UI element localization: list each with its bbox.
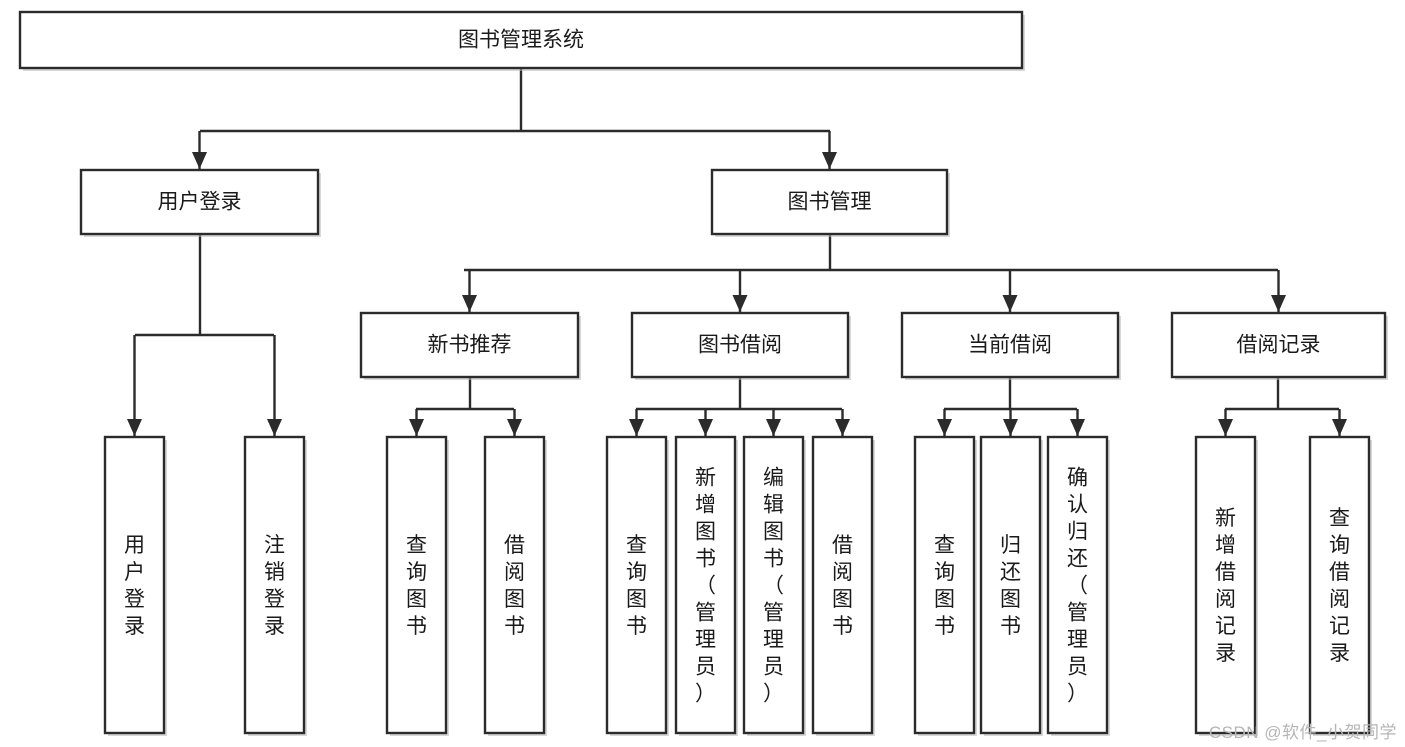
leaf-confirm-return-admin[interactable]: 确认归还（管理员） [1046, 435, 1110, 736]
edge-n_current_borrow-to-l_confirm_return [1070, 409, 1085, 436]
edge-n_book_mgmt-to-n_borrow_record [1271, 270, 1286, 312]
node-box [18, 10, 1024, 70]
edge-n_user_login-to-l_user_login [127, 335, 142, 436]
node-label: 查询图书 [934, 534, 955, 638]
edge-n_book_mgmt-to-n_new_book_rec [462, 270, 477, 312]
edge-root-to-n_user_login [192, 131, 207, 169]
edge-n_book_mgmt-to-n_book_borrow [732, 270, 748, 312]
bus-book-borrow [636, 377, 842, 411]
bus-borrow-record [1225, 377, 1339, 411]
node-new-book-recommendation[interactable]: 新书推荐 [359, 311, 581, 380]
edge-n_borrow_record-to-l_query_record [1332, 409, 1347, 436]
node-label: 新书推荐 [428, 334, 512, 357]
node-label: 归还图书 [1000, 534, 1021, 638]
bus-book-mgmt [464, 234, 1278, 272]
edge-n_book_borrow-to-l_add_book [698, 409, 713, 436]
edge-root-to-n_book_mgmt [822, 131, 837, 169]
node-box [742, 435, 805, 735]
bus-new-book-rec [416, 377, 514, 411]
leaf-return-book[interactable]: 归还图书 [979, 435, 1043, 736]
edge-n_book_borrow-to-l_borrow_book_2 [835, 409, 850, 436]
bus-root [200, 68, 830, 133]
node-box [811, 435, 874, 735]
edge-n_user_login-to-l_logout [267, 335, 282, 436]
node-label: 新增图书（管理员） [695, 467, 716, 706]
node-layer: 图书管理系统用户登录图书管理新书推荐图书借阅当前借阅借阅记录用户登录注销登录查询… [18, 10, 1388, 736]
leaf-borrow-book-borrowing[interactable]: 借阅图书 [811, 435, 875, 736]
node-label: 查询借阅记录 [1329, 507, 1350, 665]
leaf-add-borrow-record[interactable]: 新增借阅记录 [1194, 435, 1258, 736]
node-label: 图书借阅 [698, 334, 782, 357]
leaf-query-book-current[interactable]: 查询图书 [913, 435, 977, 736]
bus-current-borrow [944, 377, 1077, 411]
edge-n_current_borrow-to-l_query_book_3 [937, 409, 952, 436]
node-box [483, 435, 546, 735]
node-box [1308, 435, 1371, 735]
leaf-borrow-book-newbook[interactable]: 借阅图书 [483, 435, 547, 736]
node-label: 图书管理系统 [458, 29, 584, 52]
edge-n_book_borrow-to-l_edit_book [766, 409, 781, 436]
node-label: 查询图书 [406, 534, 427, 638]
leaf-logout[interactable]: 注销登录 [243, 435, 307, 736]
edge-n_current_borrow-to-l_return_book [1003, 409, 1018, 436]
node-box [900, 311, 1120, 379]
node-box [243, 435, 306, 735]
node-box [913, 435, 976, 735]
node-box [359, 311, 580, 379]
node-current-borrowing[interactable]: 当前借阅 [900, 311, 1121, 380]
node-label: 图书管理 [788, 191, 872, 214]
node-label: 用户登录 [158, 191, 242, 214]
node-book-borrowing[interactable]: 图书借阅 [630, 311, 851, 380]
bus-user-login [135, 234, 274, 337]
connector-layer [127, 68, 1347, 436]
edge-n_new_book_rec-to-l_borrow_book_1 [507, 409, 522, 436]
node-user-login[interactable]: 用户登录 [79, 168, 321, 237]
edge-n_book_borrow-to-l_query_book_2 [629, 409, 644, 436]
node-label: 确认归还（管理员） [1067, 467, 1088, 706]
leaf-edit-book-admin[interactable]: 编辑图书（管理员） [742, 435, 806, 736]
leaf-user-login[interactable]: 用户登录 [103, 435, 167, 736]
node-box [710, 168, 949, 236]
node-box [1046, 435, 1109, 735]
leaf-add-book-admin[interactable]: 新增图书（管理员） [674, 435, 738, 736]
node-label: 编辑图书（管理员） [763, 467, 784, 706]
node-label: 新增借阅记录 [1215, 507, 1236, 665]
node-box [1194, 435, 1257, 735]
node-label: 查询图书 [626, 534, 647, 638]
edge-n_borrow_record-to-l_add_record [1218, 409, 1233, 436]
node-book-management[interactable]: 图书管理 [710, 168, 950, 237]
node-root-title[interactable]: 图书管理系统 [18, 10, 1025, 71]
node-box [605, 435, 668, 735]
node-box [674, 435, 737, 735]
node-label: 借阅记录 [1237, 334, 1321, 357]
leaf-query-book-newbook[interactable]: 查询图书 [385, 435, 449, 736]
node-box [630, 311, 850, 379]
node-label: 用户登录 [124, 534, 145, 638]
node-label: 当前借阅 [968, 334, 1052, 357]
edge-n_book_mgmt-to-n_current_borrow [1002, 270, 1018, 312]
node-label: 注销登录 [264, 534, 285, 638]
node-borrow-record[interactable]: 借阅记录 [1170, 311, 1388, 380]
node-box [979, 435, 1042, 735]
node-box [385, 435, 448, 735]
csdn-watermark: CSDN @软件_小贺同学 [1208, 723, 1397, 742]
node-box [103, 435, 166, 735]
node-box [1170, 311, 1387, 379]
leaf-query-book-borrowing[interactable]: 查询图书 [605, 435, 669, 736]
edge-n_new_book_rec-to-l_query_book_1 [409, 409, 424, 436]
node-label: 借阅图书 [504, 534, 525, 638]
leaf-query-borrow-record[interactable]: 查询借阅记录 [1308, 435, 1372, 736]
node-box [79, 168, 320, 236]
node-label: 借阅图书 [832, 534, 853, 638]
